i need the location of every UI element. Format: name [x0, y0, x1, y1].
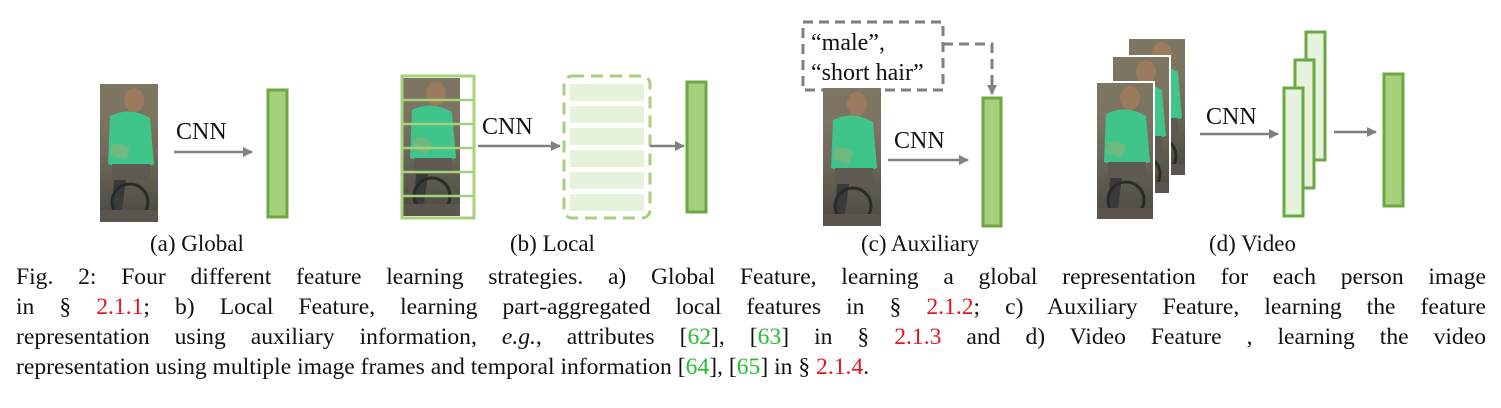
section-ref[interactable]: 2.1.1 [96, 294, 144, 320]
caption-line-4: representation using multiple image fram… [16, 354, 870, 380]
attribute-short-hair: “short hair” [811, 60, 924, 86]
cnn-label: CNN [482, 114, 533, 140]
local-part-features [570, 84, 644, 211]
global-feature-vector [266, 88, 289, 219]
cnn-label: CNN [1206, 104, 1257, 130]
caption-line-2: in § 2.1.1; b) Local Feature, learning p… [16, 294, 1486, 320]
citation-link[interactable]: 62 [687, 324, 712, 350]
citation-link[interactable]: 63 [757, 324, 782, 350]
video-feature-vector [1382, 72, 1405, 208]
panel-label: (c) Auxiliary [861, 231, 980, 256]
frame-feature-1 [1282, 86, 1305, 218]
panel-label: (b) Local [510, 231, 595, 256]
panel-global: CNN (a) Global [98, 82, 289, 256]
citation-link[interactable]: 64 [685, 354, 710, 380]
caption-line-1: Fig. 2: Four different feature learning … [16, 264, 1487, 290]
person-image [98, 82, 160, 224]
figure: CNN (a) Global CNN (b) Local “male”, “sh… [98, 20, 1405, 256]
section-ref[interactable]: 2.1.4 [816, 354, 864, 380]
auxiliary-feature-vector [981, 96, 1003, 228]
attribute-arrow [943, 42, 997, 95]
panel-auxiliary: “male”, “short hair” CNN (c) Auxiliary [801, 20, 1003, 256]
cnn-label: CNN [894, 128, 945, 154]
panel-video: CNN (d) Video [1094, 30, 1405, 256]
video-frame-1 [1094, 80, 1156, 222]
cnn-label: CNN [176, 119, 227, 145]
panel-label: (a) Global [150, 231, 244, 256]
caption-line-3: representation using auxiliary informati… [16, 324, 1486, 350]
section-ref[interactable]: 2.1.3 [894, 324, 942, 350]
citation-link[interactable]: 65 [736, 354, 761, 380]
attribute-male: “male”, [811, 30, 885, 56]
figure-caption: Fig. 2: Four different feature learning … [16, 262, 1486, 382]
caption-prefix: Fig. 2: [16, 264, 97, 290]
panel-local: CNN (b) Local [400, 74, 708, 256]
person-image [821, 86, 883, 228]
local-feature-vector [685, 80, 708, 214]
section-ref[interactable]: 2.1.2 [926, 294, 974, 320]
panel-label: (d) Video [1209, 231, 1296, 256]
